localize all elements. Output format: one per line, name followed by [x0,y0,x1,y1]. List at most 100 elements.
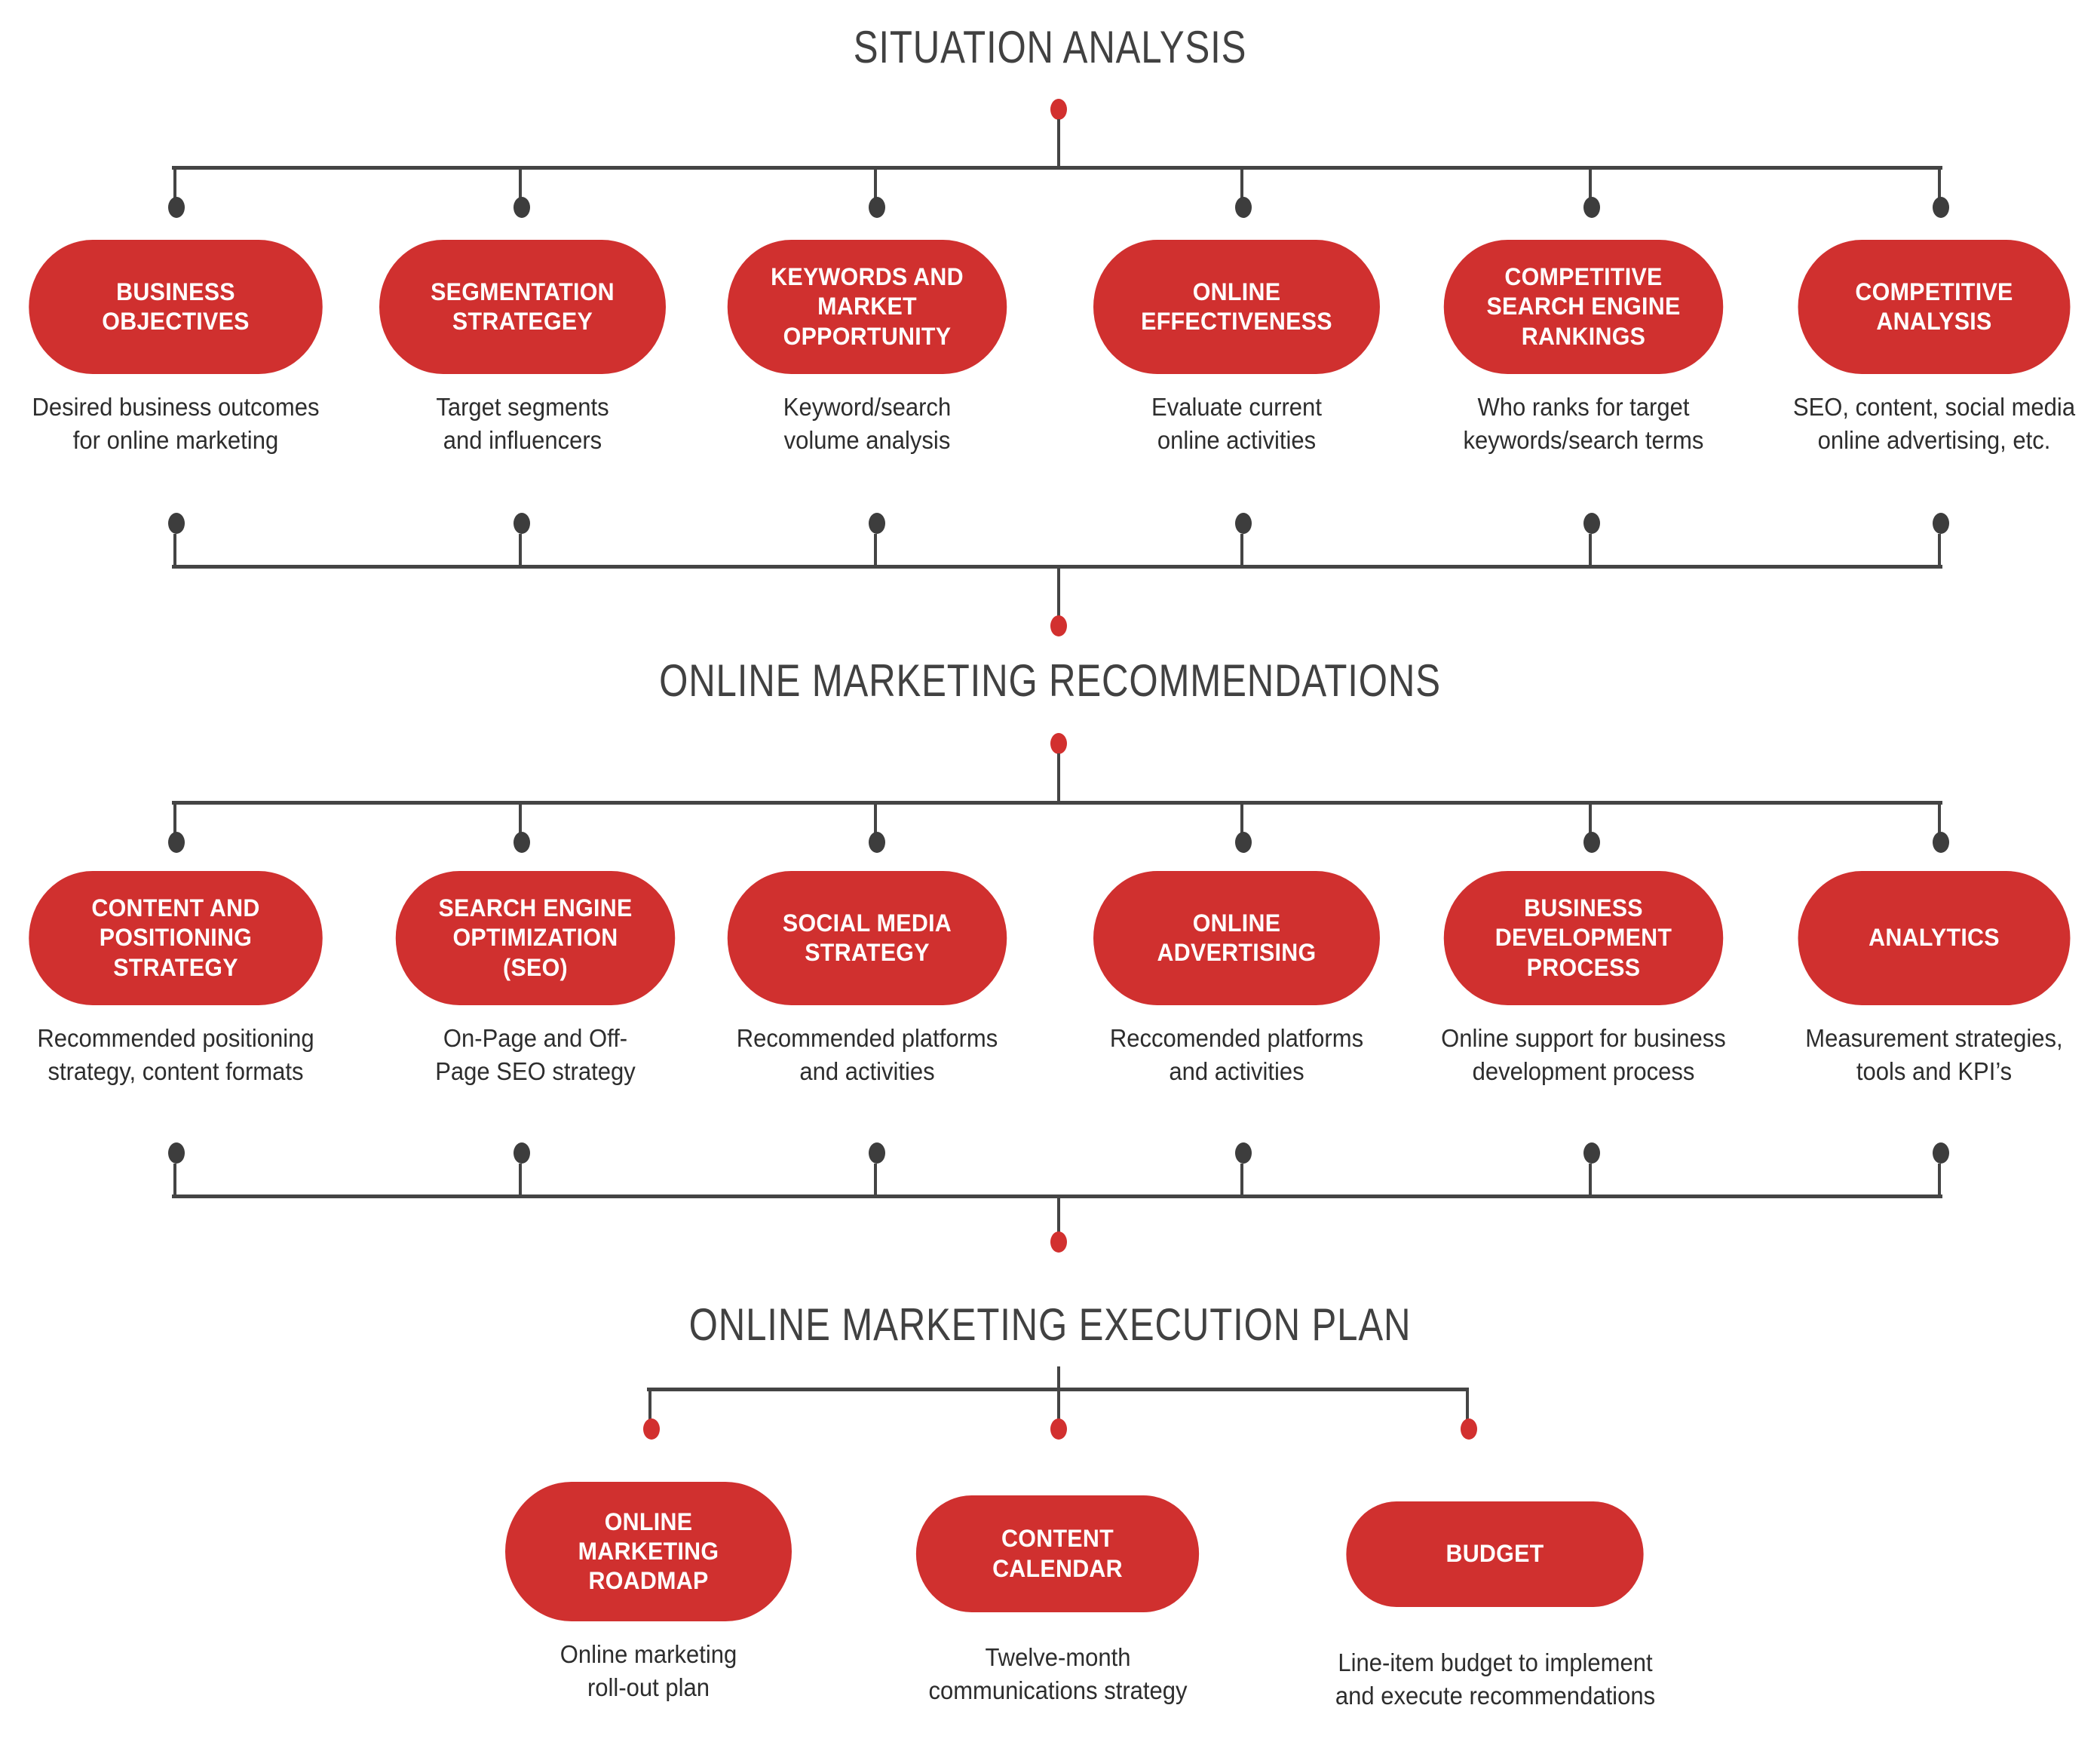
node-online-effectiveness[interactable]: ONLINE EFFECTIVENESS Evaluate current on… [1086,240,1387,456]
branch-dot-row2-top-2 [514,832,530,853]
dropper-row2-top-6 [1938,802,1941,834]
dropper-row2-top-2 [519,802,522,834]
trunk-line-row3-top [1057,1366,1060,1391]
node-pill-label[interactable]: BUDGET [1346,1501,1644,1607]
node-caption: Online support for business development … [1441,1024,1726,1085]
dropper-row2-top-5 [1589,802,1592,834]
node-pill-label[interactable]: CONTENT AND POSITIONING STRATEGY [28,871,323,1005]
node-pill-label[interactable]: ONLINE EFFECTIVENESS [1093,240,1380,374]
branch-dot-row2-top-6 [1933,832,1949,853]
node-social-media-strategy[interactable]: SOCIAL MEDIA STRATEGY Recommended platfo… [720,871,1014,1087]
branch-dot-row1-bot-3 [869,513,885,534]
node-pill-label[interactable]: ONLINE ADVERTISING [1093,871,1380,1005]
trunk-line-section2 [1057,566,1060,618]
node-pill-label[interactable]: SOCIAL MEDIA STRATEGY [727,871,1007,1005]
trunk-line-top [1057,119,1060,168]
dropper-row2-top-4 [1240,802,1243,834]
branch-dot-row3-top-1 [643,1418,660,1440]
branch-dot-row2-bot-4 [1235,1142,1252,1164]
node-caption: Reccomended platforms and activities [1109,1024,1364,1085]
node-online-advertising[interactable]: ONLINE ADVERTISING Reccomended platforms… [1086,871,1387,1087]
dropper-row2-top-3 [874,802,877,834]
riser-row1-bot-3 [874,534,877,566]
trunk-dot-section2 [1050,615,1067,636]
node-keywords-market-opportunity[interactable]: KEYWORDS AND MARKET OPPORTUNITY Keyword/… [724,240,1010,456]
node-caption: Evaluate current online activities [1151,393,1322,454]
node-online-marketing-roadmap[interactable]: ONLINE MARKETING ROADMAP Online marketin… [498,1482,799,1704]
bus-bar-row2-top [172,801,1942,805]
section-title-situation-analysis: SITUATION ANALYSIS [853,22,1247,72]
branch-dot-row2-top-3 [869,832,885,853]
dropper-row1-top-4 [1240,167,1243,199]
branch-dot-row1-top-3 [869,197,885,218]
branch-dot-row2-bot-6 [1933,1142,1949,1164]
node-pill-label[interactable]: SEGMENTATION STRATEGEY [379,240,666,374]
branch-dot-row2-bot-5 [1583,1142,1600,1164]
node-pill-label[interactable]: SEARCH ENGINE OPTIMIZATION (SEO) [395,871,676,1005]
riser-row1-bot-6 [1938,534,1941,566]
section-title-online-marketing-recommendations: ONLINE MARKETING RECOMMENDATIONS [659,655,1441,706]
dropper-row1-top-2 [519,167,522,199]
trunk-line-row2-top [1057,753,1060,803]
node-caption: Twelve-month communications strategy [927,1643,1188,1704]
branch-dot-row1-bot-5 [1583,513,1600,534]
dropper-row3-top-3 [1466,1389,1469,1421]
section-title-online-marketing-execution-plan: ONLINE MARKETING EXECUTION PLAN [688,1299,1412,1350]
trunk-dot-section3 [1050,1231,1067,1253]
node-pill-label[interactable]: CONTENT CALENDAR [915,1495,1200,1612]
branch-dot-row1-top-2 [514,197,530,218]
node-caption: Measurement strategies, tools and KPI’s [1805,1024,2063,1085]
node-pill-label[interactable]: BUSINESS OBJECTIVES [28,240,323,374]
branch-dot-row2-bot-3 [869,1142,885,1164]
node-analytics[interactable]: ANALYTICS Measurement strategies, tools … [1791,871,2077,1087]
riser-row2-bot-3 [874,1164,877,1196]
node-search-engine-optimization[interactable]: SEARCH ENGINE OPTIMIZATION (SEO) On-Page… [392,871,679,1087]
node-pill-label[interactable]: COMPETITIVE ANALYSIS [1798,240,2071,374]
riser-row2-bot-6 [1938,1164,1941,1196]
node-competitive-search-engine-rankings[interactable]: COMPETITIVE SEARCH ENGINE RANKINGS Who r… [1436,240,1731,456]
branch-dot-row1-bot-4 [1235,513,1252,534]
node-budget[interactable]: BUDGET Line-item budget to implement and… [1335,1482,1655,1712]
riser-row1-bot-4 [1240,534,1243,566]
dropper-row1-top-3 [874,167,877,199]
branch-dot-row1-bot-6 [1933,513,1949,534]
dropper-row1-top-5 [1589,167,1592,199]
node-pill-label[interactable]: ANALYTICS [1798,871,2071,1005]
node-caption: Who ranks for target keywords/search ter… [1463,393,1704,454]
node-content-positioning-strategy[interactable]: CONTENT AND POSITIONING STRATEGY Recomme… [28,871,323,1087]
trunk-dot-row2-top [1050,733,1067,754]
node-pill-label[interactable]: KEYWORDS AND MARKET OPPORTUNITY [727,240,1007,374]
trunk-dot-top [1050,99,1067,120]
branch-dot-row3-top-3 [1461,1418,1477,1440]
node-caption: Keyword/search volume analysis [783,393,952,454]
branch-dot-row2-top-1 [168,832,185,853]
node-business-objectives[interactable]: BUSINESS OBJECTIVES Desired business out… [28,240,323,456]
node-pill-label[interactable]: BUSINESS DEVELOPMENT PROCESS [1443,871,1724,1005]
riser-row2-bot-1 [173,1164,176,1196]
node-business-development-process[interactable]: BUSINESS DEVELOPMENT PROCESS Online supp… [1436,871,1731,1087]
node-segmentation-strategy[interactable]: SEGMENTATION STRATEGEY Target segments a… [379,240,666,456]
node-caption: SEO, content, social media online advert… [1792,393,2076,454]
riser-row2-bot-5 [1589,1164,1592,1196]
branch-dot-row2-bot-2 [514,1142,530,1164]
dropper-row3-top-2 [1057,1389,1060,1421]
riser-row1-bot-1 [173,534,176,566]
dropper-row2-top-1 [173,802,176,834]
node-content-calendar[interactable]: CONTENT CALENDAR Twelve-month communicat… [909,1482,1206,1707]
branch-dot-row2-top-4 [1235,832,1252,853]
node-competitive-analysis[interactable]: COMPETITIVE ANALYSIS SEO, content, socia… [1791,240,2077,456]
riser-row2-bot-2 [519,1164,522,1196]
branch-dot-row1-top-1 [168,197,185,218]
node-caption: Desired business outcomes for online mar… [31,393,320,454]
branch-dot-row1-top-4 [1235,197,1252,218]
branch-dot-row1-bot-2 [514,513,530,534]
node-caption: Recommended positioning strategy, conten… [36,1024,314,1085]
branch-dot-row2-bot-1 [168,1142,185,1164]
bus-bar-row1-top [172,166,1942,170]
trunk-line-section3 [1057,1196,1060,1243]
branch-dot-row3-top-2 [1050,1418,1067,1440]
node-pill-label[interactable]: ONLINE MARKETING ROADMAP [505,1482,792,1621]
branch-dot-row1-bot-1 [168,513,185,534]
node-pill-label[interactable]: COMPETITIVE SEARCH ENGINE RANKINGS [1443,240,1724,374]
